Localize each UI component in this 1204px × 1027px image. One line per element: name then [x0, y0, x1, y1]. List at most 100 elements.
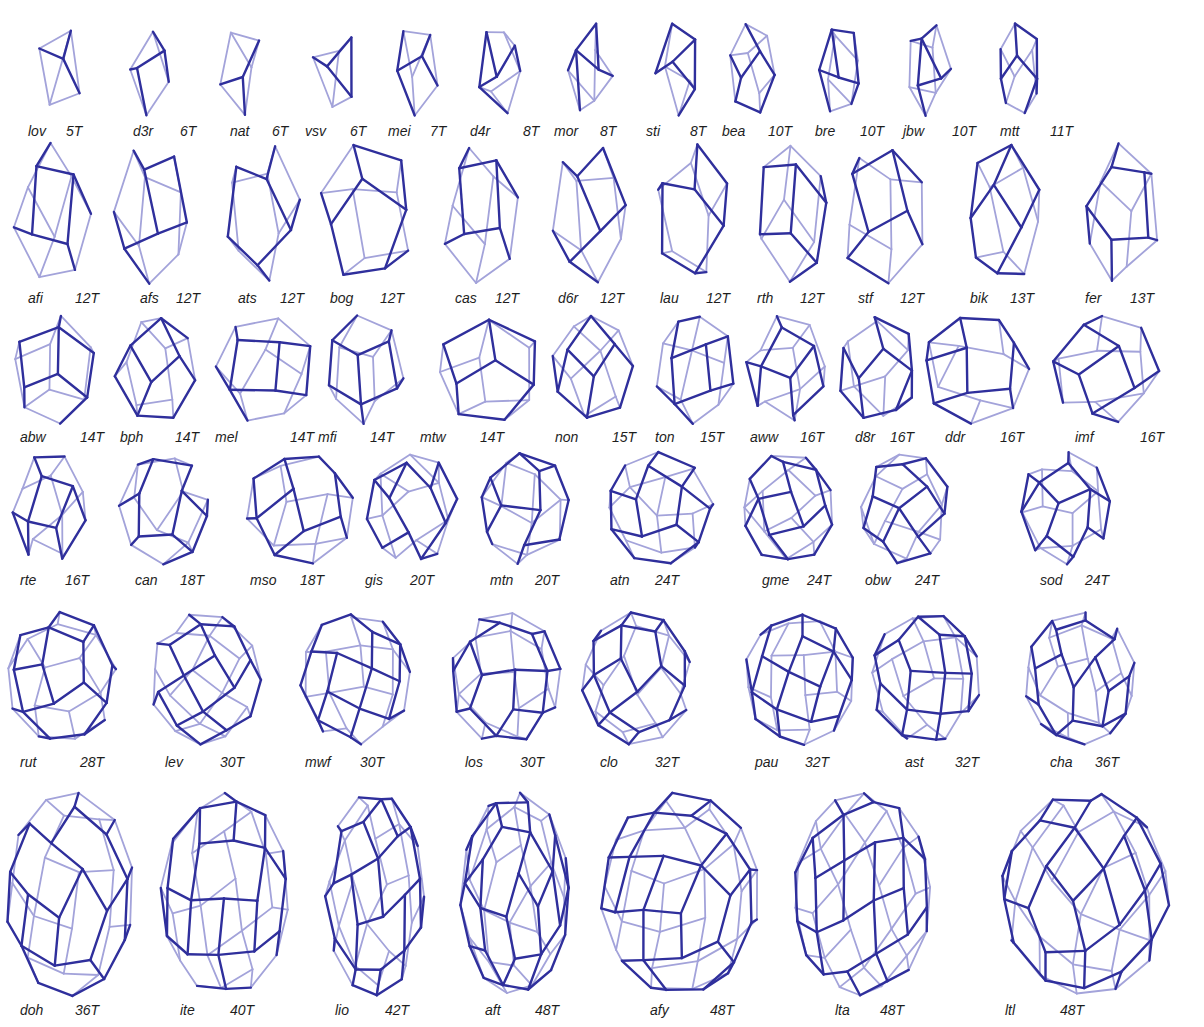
cage-edge — [679, 89, 695, 115]
cage-edge — [1014, 943, 1046, 981]
t-count: 36T — [75, 1002, 99, 1018]
t-count: 12T — [75, 290, 99, 306]
cage-wireframe — [746, 316, 824, 420]
cage-edge — [176, 615, 189, 633]
cage-edge — [539, 471, 540, 510]
cage-edge — [744, 479, 749, 508]
cage-edge — [252, 646, 261, 680]
cage-edge — [727, 834, 751, 870]
cage-edge — [470, 623, 500, 642]
cage-edge — [326, 645, 360, 651]
cage-edge — [661, 636, 669, 668]
cage-name: clo — [600, 754, 618, 770]
t-count: 7T — [430, 123, 446, 139]
cage-edge — [163, 552, 192, 564]
cage-edge — [192, 670, 222, 693]
cage-edge — [460, 883, 465, 905]
cage-edge — [599, 70, 613, 76]
cage-edge — [927, 348, 967, 361]
cage-edge — [587, 376, 594, 417]
cage-edge — [934, 677, 963, 679]
cage-edge — [840, 386, 854, 390]
cage-edge — [883, 508, 899, 542]
cage-edge — [335, 938, 356, 969]
cage-edge — [322, 614, 351, 624]
cage-edge — [275, 146, 300, 199]
cage-edge — [337, 653, 372, 668]
cage-edge — [353, 189, 365, 258]
cage-edge — [1087, 206, 1112, 239]
t-count: 12T — [176, 290, 200, 306]
cage-edge — [692, 973, 728, 989]
cage-edge — [897, 553, 930, 563]
cage-edge — [325, 883, 333, 896]
cage-edge — [625, 466, 630, 488]
cage-edge — [842, 815, 845, 861]
t-count: 20T — [535, 572, 559, 588]
cage-edge — [304, 517, 341, 531]
cage-edge — [875, 640, 899, 655]
cage-edge — [817, 203, 827, 263]
cage-edge — [896, 371, 912, 410]
cage-edge — [909, 931, 927, 970]
cage-edge — [655, 62, 672, 73]
cage-edge — [580, 101, 594, 111]
cage-edge — [479, 87, 507, 113]
cage-edge — [151, 356, 179, 382]
cage-edge — [657, 386, 675, 404]
cage-edge — [1062, 654, 1074, 687]
cage-edge — [643, 856, 663, 910]
cage-edge — [431, 463, 439, 488]
cage-edge — [24, 374, 58, 387]
cage-edge — [165, 338, 187, 348]
cage-edge — [1140, 352, 1143, 394]
cage-edge — [817, 932, 824, 974]
cage-edge — [27, 521, 30, 554]
cage-wireframe — [8, 612, 116, 739]
cage-edge — [313, 538, 347, 564]
cage-name: imf — [1075, 429, 1094, 445]
cage-edge — [944, 487, 947, 514]
cage-edge — [56, 528, 62, 559]
cage-edge — [600, 330, 618, 350]
cage-name: afs — [140, 290, 159, 306]
cage-wireframe — [367, 455, 457, 559]
cage-edge — [643, 958, 681, 960]
cage-edge — [1084, 951, 1085, 988]
cage-edge — [876, 476, 903, 489]
cage-edge — [538, 906, 541, 954]
cage-edge — [971, 218, 976, 258]
cage-edge — [500, 228, 510, 259]
cage-edge — [877, 710, 902, 735]
t-count: 14T — [370, 429, 394, 445]
cage-edge — [36, 166, 73, 174]
cage-edge — [761, 327, 782, 366]
cage-wireframe — [655, 24, 695, 116]
cage-edge — [1059, 351, 1097, 359]
cage-edge — [630, 487, 657, 516]
cage-edge — [1088, 527, 1104, 538]
cage-edge — [341, 822, 363, 831]
cage-name: lau — [660, 290, 679, 306]
cage-edge — [828, 79, 851, 104]
cage-edge — [1118, 393, 1144, 422]
t-count: 30T — [220, 754, 244, 770]
cage-wireframe — [553, 316, 633, 418]
cage-edge — [547, 669, 560, 671]
cage-name: rte — [20, 572, 36, 588]
cage-edge — [7, 872, 10, 922]
cage-edge — [625, 452, 658, 465]
cage-edge — [443, 344, 456, 383]
cage-edge — [367, 519, 382, 548]
cage-edge — [107, 879, 127, 911]
cage-edge — [200, 730, 226, 744]
cage-edge — [510, 923, 538, 932]
cage-edge — [480, 859, 482, 908]
cage-edge — [1024, 222, 1038, 274]
cage-edge — [693, 514, 695, 548]
cage-edge — [577, 148, 603, 176]
cage-edge — [875, 317, 884, 349]
cage-edge — [789, 672, 820, 687]
cage-edge — [765, 389, 800, 401]
cage-edge — [539, 466, 555, 471]
